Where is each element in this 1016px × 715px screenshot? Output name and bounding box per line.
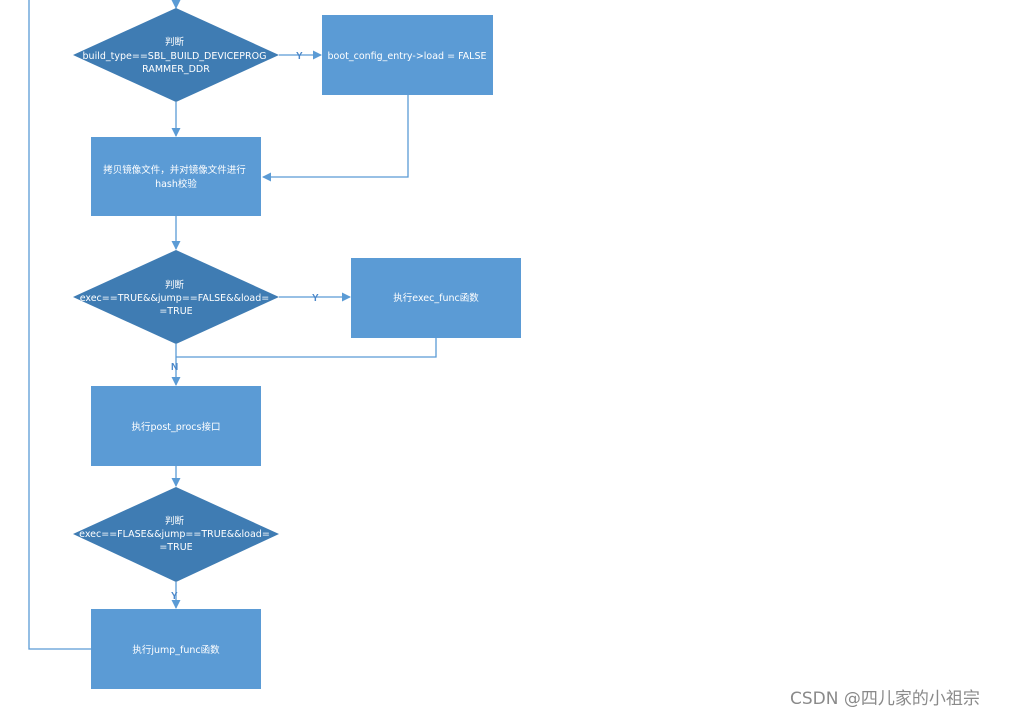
decision-label: 判断	[165, 36, 185, 48]
process-shape	[91, 386, 261, 466]
svg-text:执行exec_func函数: 执行exec_func函数	[393, 292, 479, 304]
edge-label-d2-no: N	[171, 362, 178, 373]
svg-text:执行jump_func函数: 执行jump_func函数	[132, 644, 220, 656]
process-label: 执行exec_func函数	[393, 292, 479, 304]
watermark: CSDN @四儿家的小祖宗	[790, 689, 980, 709]
process-shape	[322, 15, 493, 95]
decision-shape	[73, 487, 279, 582]
edges	[28, 0, 437, 650]
process-jump-func: 执行jump_func函数	[91, 609, 261, 689]
svg-text:判断 build_type==SBL_BUILD: 判断 build_type==SBL_BUILD_DEVICEPROG RAMM…	[83, 36, 270, 75]
process-post-procs: 执行post_procs接口	[91, 386, 261, 466]
process-copy-and-hash: 拷贝镜像文件，并对镜像文件进行 hash校验	[91, 137, 261, 216]
decision-condition: exec==TRUE&&jump==FALSE&&load=	[80, 293, 270, 304]
edge-label-d1-yes: Y	[296, 51, 303, 62]
decision-exec-true: 判断 exec==TRUE&&jump==FALSE&&load= =TRUE	[73, 250, 279, 344]
process-shape	[351, 258, 521, 338]
decision-shape	[73, 8, 279, 102]
decision-condition: exec==FLASE&&jump==TRUE&&load=	[79, 529, 270, 540]
edge-labels: Y Y N Y	[171, 51, 319, 602]
decision-condition-cont: RAMMER_DDR	[142, 64, 210, 75]
svg-text:判断 exec==FLASE&&jump==TR: 判断 exec==FLASE&&jump==TRUE&&load= =TRUE	[79, 515, 273, 553]
svg-text:执行post_procs接口: 执行post_procs接口	[132, 421, 221, 433]
process-label: boot_config_entry->load = FALSE	[327, 51, 486, 62]
process-label: 执行jump_func函数	[132, 644, 220, 656]
process-label-cont: hash校验	[155, 178, 197, 190]
decision-label: 判断	[165, 515, 185, 527]
edge-loop-back	[28, 0, 91, 650]
edge-set-load-to-copy	[262, 95, 409, 182]
decision-shape	[73, 250, 279, 344]
process-set-load-false: boot_config_entry->load = FALSE	[322, 15, 493, 95]
process-label: 执行post_procs接口	[132, 421, 221, 433]
edge-exec-merge	[176, 338, 437, 358]
process-exec-func: 执行exec_func函数	[351, 258, 521, 338]
decision-condition-cont: =TRUE	[159, 542, 192, 553]
decision-condition: build_type==SBL_BUILD_DEVICEPROG	[83, 51, 267, 62]
decision-jump-true: 判断 exec==FLASE&&jump==TRUE&&load= =TRUE	[73, 487, 279, 582]
svg-text:拷贝镜像文件，并对镜像文件进行 hash校验: 拷贝镜像文件，并对镜像文件进行 hash校验	[103, 164, 249, 190]
decision-condition-cont: =TRUE	[159, 306, 192, 317]
svg-text:boot_config_entry->load = FALS: boot_config_entry->load = FALSE	[327, 51, 486, 62]
process-shape	[91, 609, 261, 689]
edge-label-d2-yes: Y	[312, 293, 319, 304]
process-label: 拷贝镜像文件，并对镜像文件进行	[103, 164, 246, 176]
decision-label: 判断	[165, 279, 185, 291]
decision-build-type: 判断 build_type==SBL_BUILD_DEVICEPROG RAMM…	[73, 8, 279, 102]
edge-label-d3-yes: Y	[171, 591, 178, 602]
svg-text:判断 exec==TRUE&&jump==FAL: 判断 exec==TRUE&&jump==FALSE&&load= =TRUE	[80, 279, 273, 317]
process-shape	[91, 137, 261, 216]
